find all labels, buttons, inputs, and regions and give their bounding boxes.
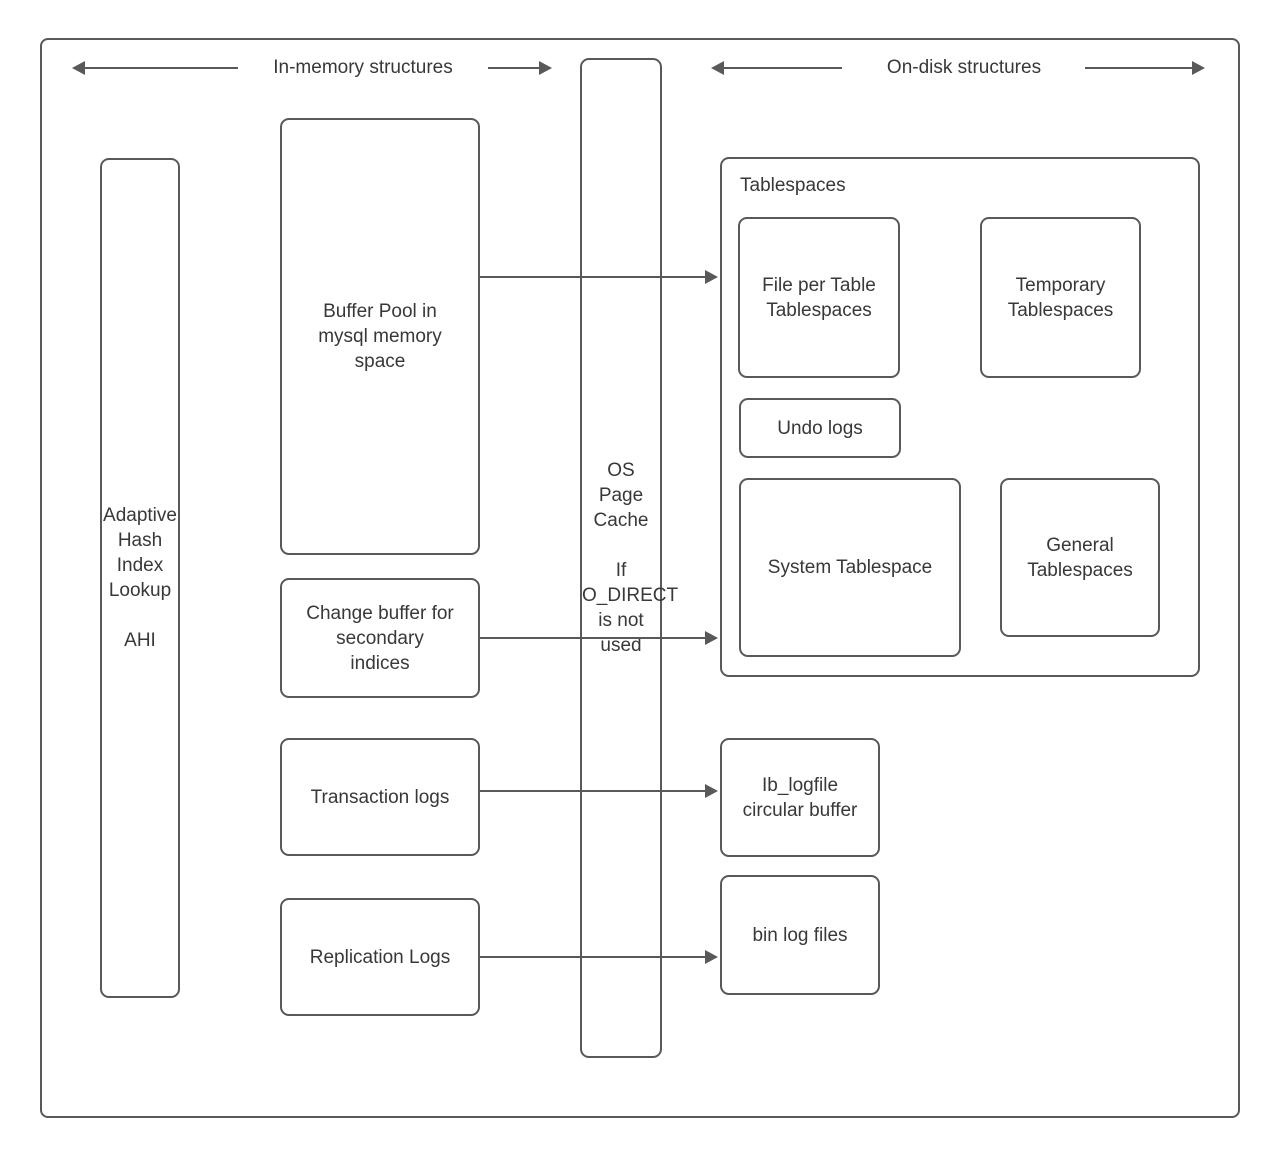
arrowhead-left-icon	[711, 61, 724, 75]
arrowhead-right-icon	[1192, 61, 1205, 75]
node-temporary-tablespaces: Temporary Tablespaces	[980, 217, 1141, 378]
arrowhead-right-icon	[705, 950, 718, 964]
node-general-tablespaces: General Tablespaces	[1000, 478, 1160, 637]
diagram-border	[40, 38, 1240, 1118]
group-label: Tablespaces	[740, 175, 846, 196]
node-label: Change buffer for secondary indices	[306, 602, 454, 674]
arrow-replication-logs-to-bin-log	[480, 950, 718, 964]
in-memory-left-arrow	[72, 61, 238, 75]
arrow-transaction-logs-to-ib-logfile	[480, 784, 718, 798]
arrowhead-right-icon	[539, 61, 552, 75]
arrow-buffer-pool-to-tablespaces	[480, 270, 718, 284]
node-adaptive-hash-index: Adaptive Hash Index Lookup AHI	[100, 158, 180, 998]
arrow-line	[83, 67, 238, 69]
node-label: Buffer Pool in mysql memory space	[318, 301, 442, 372]
arrow-line	[480, 790, 707, 792]
on-disk-left-arrow	[711, 61, 842, 75]
arrow-change-buffer-to-tablespaces	[480, 631, 718, 645]
arrow-line	[722, 67, 842, 69]
node-file-per-table-tablespaces: File per Table Tablespaces	[738, 217, 900, 378]
node-system-tablespace: System Tablespace	[739, 478, 961, 657]
arrowhead-right-icon	[705, 270, 718, 284]
node-label: Adaptive Hash Index Lookup AHI	[103, 505, 177, 651]
arrow-line	[480, 276, 707, 278]
arrow-line	[1085, 67, 1194, 69]
node-change-buffer: Change buffer for secondary indices	[280, 578, 480, 698]
node-label: Transaction logs	[310, 786, 450, 808]
node-label: General Tablespaces	[1027, 534, 1133, 581]
on-disk-right-arrow	[1085, 61, 1205, 75]
in-memory-right-arrow	[488, 61, 552, 75]
node-transaction-logs: Transaction logs	[280, 738, 480, 856]
node-label: Undo logs	[777, 417, 863, 439]
arrow-line	[480, 637, 707, 639]
arrowhead-right-icon	[705, 631, 718, 645]
in-memory-structures-label: In-memory structures	[273, 57, 453, 78]
arrow-line	[488, 67, 541, 69]
node-label: System Tablespace	[767, 557, 933, 578]
node-label: OS Page Cache If O_DIRECT is not used	[582, 460, 679, 656]
node-buffer-pool: Buffer Pool in mysql memory space	[280, 118, 480, 555]
arrowhead-left-icon	[72, 61, 85, 75]
node-ib-logfile: Ib_logfile circular buffer	[720, 738, 880, 857]
node-label: Temporary Tablespaces	[1007, 274, 1114, 321]
arrow-line	[480, 956, 707, 958]
node-undo-logs: Undo logs	[739, 398, 901, 458]
node-label: File per Table Tablespaces	[762, 274, 876, 321]
node-replication-logs: Replication Logs	[280, 898, 480, 1016]
node-bin-log-files: bin log files	[720, 875, 880, 995]
arrowhead-right-icon	[705, 784, 718, 798]
node-os-page-cache: OS Page Cache If O_DIRECT is not used	[580, 58, 679, 1058]
node-label: Ib_logfile circular buffer	[742, 774, 858, 821]
on-disk-structures-label: On-disk structures	[886, 57, 1042, 78]
node-label: bin log files	[752, 924, 848, 946]
node-label: Replication Logs	[309, 946, 451, 968]
